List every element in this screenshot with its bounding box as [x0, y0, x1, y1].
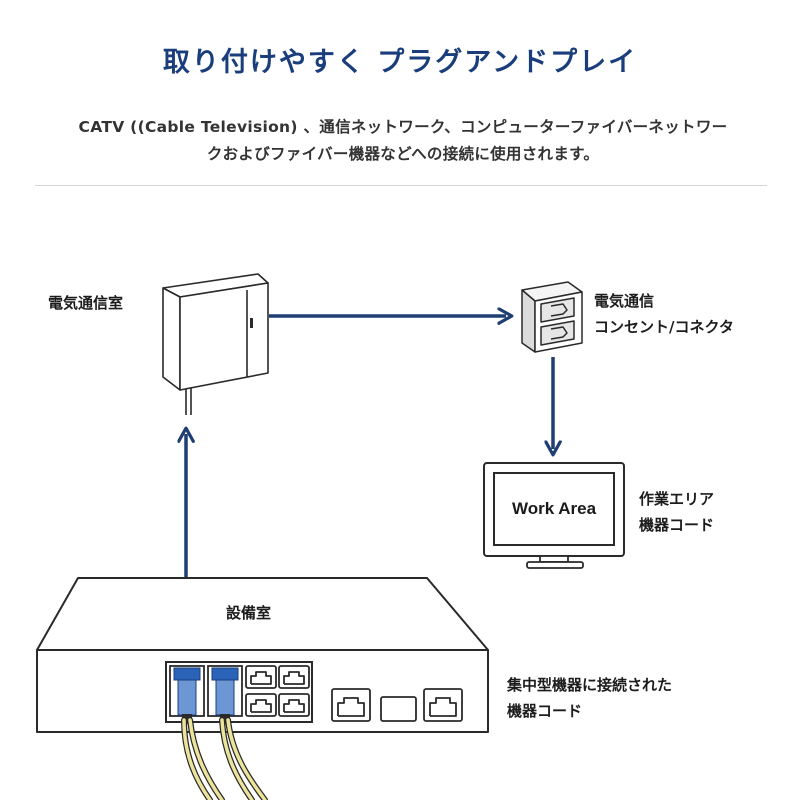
equipment-caption-line-2: 機器コード [507, 702, 583, 720]
ethernet-ports [245, 665, 310, 717]
outlet-connector [521, 281, 583, 353]
port-group-frame [165, 661, 313, 723]
ethernet-port [245, 693, 277, 717]
telecom-room-label: 電気通信室 [48, 294, 124, 312]
ethernet-port [245, 665, 277, 689]
fiber-port-2 [207, 665, 243, 724]
equipment-caption-line-1: 集中型機器に接続された [507, 676, 673, 694]
work-area-screen-text: Work Area [512, 499, 597, 518]
divider [35, 185, 767, 186]
telecom-cabinet [162, 273, 269, 415]
work-area-monitor: Work Area [483, 462, 625, 569]
ethernet-port [331, 688, 371, 722]
equipment-caption: 集中型機器に接続された 機器コード [507, 672, 672, 724]
right-ports [331, 688, 463, 722]
blank-port [380, 696, 417, 722]
equipment-room-label: 設備室 [226, 604, 272, 622]
outlet-label: 電気通信 コンセント/コネクタ [594, 288, 734, 340]
page-title: 取り付けやすく プラグアンドプレイ [162, 47, 638, 78]
ethernet-port [278, 665, 310, 689]
ethernet-port [423, 688, 463, 722]
description-line-1: CATV ((Cable Television) 、通信ネットワーク、コンピュー… [78, 118, 728, 136]
fiber-cables [181, 717, 268, 800]
description: CATV ((Cable Television) 、通信ネットワーク、コンピュー… [38, 114, 768, 168]
equipment-device [36, 577, 489, 733]
work-area-label-line-2: 機器コード [639, 516, 715, 534]
ethernet-port [278, 693, 310, 717]
work-area-label: 作業エリア 機器コード [639, 486, 714, 538]
outlet-label-line-1: 電気通信 [594, 292, 655, 310]
fiber-port-1 [169, 665, 205, 724]
outlet-label-line-2: コンセント/コネクタ [594, 318, 734, 336]
work-area-label-line-1: 作業エリア [639, 490, 715, 508]
description-line-2: クおよびファイバー機器などへの接続に使用されます。 [206, 145, 600, 163]
